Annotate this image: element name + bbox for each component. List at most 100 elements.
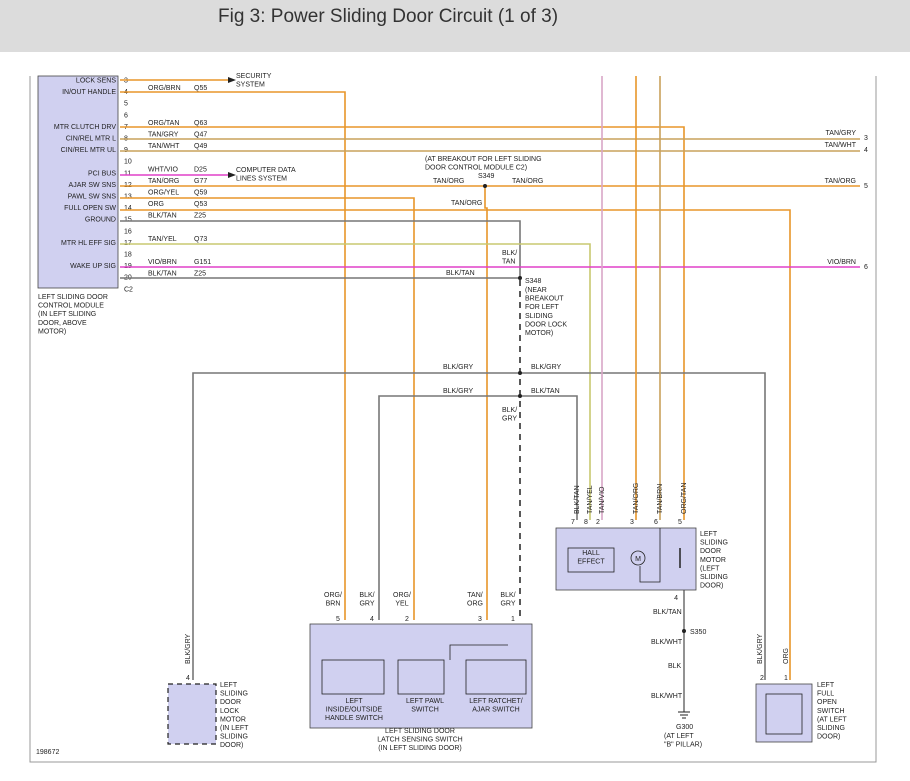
latch-desc-1: LATCH SENSING SWITCH <box>377 737 462 744</box>
module-pin-color-13: ORG/YEL <box>148 190 179 197</box>
wire-org-brn <box>120 91 346 620</box>
motor-desc-1: SLIDING <box>700 540 728 547</box>
label-blk-gry-lock: BLK/GRY <box>185 633 192 664</box>
label-blk-tan-motor: BLK/TAN <box>653 609 682 616</box>
motor-pin-num-2: 2 <box>596 519 600 526</box>
title-bar <box>0 0 910 52</box>
module-pin-label-17: MTR HL EFF SIG <box>61 240 116 247</box>
s348-note-0: (NEAR <box>525 287 547 294</box>
s348-note-1: BREAKOUT <box>525 296 564 303</box>
label-blk-gry-v-1: GRY <box>502 416 517 423</box>
motor-m-letter: M <box>635 556 641 563</box>
hall-effect-box <box>567 547 615 573</box>
module-desc-2: (IN LEFT SLIDING <box>38 311 96 318</box>
wire-blk-gry-latch <box>378 395 520 620</box>
module-pin-label-11: PCI BUS <box>88 170 116 177</box>
module-pin-circuit-12: G77 <box>194 178 207 185</box>
label-tan-org-a: TAN/ORG <box>433 178 464 185</box>
full-desc-3: SWITCH <box>817 708 845 715</box>
splice-s348-dot <box>518 276 522 280</box>
ref-computer-0: COMPUTER DATA <box>236 167 296 174</box>
module-pin-circuit-19: G151 <box>194 259 211 266</box>
module-desc-4: MOTOR) <box>38 328 66 335</box>
label-blk-gry-r: BLK/GRY <box>531 364 562 371</box>
motor-pin-num-7: 7 <box>571 519 575 526</box>
breakout-note-0: (AT BREAKOUT FOR LEFT SLIDING <box>425 156 542 163</box>
motor-pin-color-6: TAN/BRN <box>657 484 664 514</box>
wire-tan-yel <box>120 243 591 520</box>
ground-symbol <box>678 711 690 719</box>
module-pin-num-C2: C2 <box>124 286 133 293</box>
latch-pin-color-5-0: ORG/ <box>324 592 342 599</box>
latch-sw3-0: LEFT RATCHET/ <box>469 698 522 705</box>
module-pin-circuit-15: Z25 <box>194 213 206 220</box>
splice-dot-1 <box>518 371 522 375</box>
module-pin-label-9: CIN/REL MTR UL <box>61 147 116 154</box>
label-blk-gry-l2: BLK/GRY <box>443 388 474 395</box>
diagram-frame <box>29 76 877 763</box>
motor-internal-line <box>639 528 661 583</box>
label-tan-org-c: TAN/ORG <box>451 200 482 207</box>
control-module-box <box>37 75 119 289</box>
module-pin-label-7: MTR CLUTCH DRV <box>54 124 116 131</box>
latch-pin-num-2: 2 <box>405 616 409 623</box>
module-pin-num-3: 3 <box>124 78 128 85</box>
module-desc-1: CONTROL MODULE <box>38 303 104 310</box>
lock-desc-5: (IN LEFT <box>220 725 249 732</box>
module-pin-num-6: 6 <box>124 112 128 119</box>
module-pin-num-16: 16 <box>124 228 132 235</box>
module-pin-label-19: WAKE UP SIG <box>70 263 116 270</box>
wire-org-yel <box>120 197 415 620</box>
motor-desc-0: LEFT <box>700 531 718 538</box>
s348-note-3: SLIDING <box>525 313 553 320</box>
label-blk-gry-l: BLK/GRY <box>443 364 474 371</box>
label-blk-tan-h: BLK/TAN <box>446 270 475 277</box>
wire-blk-tan-motor <box>520 395 578 520</box>
latch-pin-color-2-1: YEL <box>395 601 408 608</box>
latch-sw1-0: LEFT <box>345 698 363 705</box>
module-pin-color-19: VIO/BRN <box>148 259 177 266</box>
latch-sw1-1: INSIDE/OUTSIDE <box>326 707 383 714</box>
module-pin-num-5: 5 <box>124 101 128 108</box>
module-pin-num-11: 11 <box>124 170 131 177</box>
motor-pin-num-6: 6 <box>654 519 658 526</box>
splice-s349-label: S349 <box>478 173 494 180</box>
module-pin-color-14: ORG <box>148 201 164 208</box>
wire-blk-gry-full <box>520 372 766 680</box>
right-label-color-6: VIO/BRN <box>827 259 856 266</box>
s348-note-2: FOR LEFT <box>525 304 560 311</box>
latch-sw2-0: LEFT PAWL <box>406 698 444 705</box>
module-pin-num-14: 14 <box>124 205 132 212</box>
label-blk-tan-v-1: TAN <box>502 259 515 266</box>
splice-s350-label: S350 <box>690 629 706 636</box>
full-open-switch-box <box>755 683 813 743</box>
module-pin-circuit-7: Q63 <box>194 120 207 127</box>
arrow-security <box>228 77 236 83</box>
motor-desc-2: DOOR <box>700 548 721 555</box>
splice-s349-dot <box>483 184 487 188</box>
latch-desc-0: LEFT SLIDING DOOR <box>385 728 455 735</box>
latch-pin-num-1: 1 <box>511 616 515 623</box>
label-blk-wht-2: BLK/WHT <box>651 693 683 700</box>
ground-location-0: (AT LEFT <box>664 733 694 740</box>
right-label-num-4: 4 <box>864 147 868 154</box>
label-blk-gry-v-0: BLK/ <box>502 407 517 414</box>
motor-pin-color-8: TAN/YEL <box>587 485 594 514</box>
lock-desc-1: SLIDING <box>220 691 248 698</box>
lock-motor-box <box>167 683 217 745</box>
module-pin-num-10: 10 <box>124 159 132 166</box>
motor-hall-0: HALL <box>582 550 600 557</box>
ref-security-1: SYSTEM <box>236 82 265 89</box>
wire-blk-tan-ground <box>120 220 521 278</box>
latch-pin-color-5-1: BRN <box>326 601 341 608</box>
arrow-computer <box>228 172 236 178</box>
label-blk-wht-1: BLK/WHT <box>651 639 683 646</box>
latch-sw3-1: AJAR SWITCH <box>472 707 519 714</box>
latch-pin-num-5: 5 <box>336 616 340 623</box>
lock-desc-7: DOOR) <box>220 742 243 749</box>
module-pin-circuit-14: Q53 <box>194 201 207 208</box>
latch-pin-color-2-0: ORG/ <box>393 592 411 599</box>
module-pin-circuit-13: Q59 <box>194 190 207 197</box>
